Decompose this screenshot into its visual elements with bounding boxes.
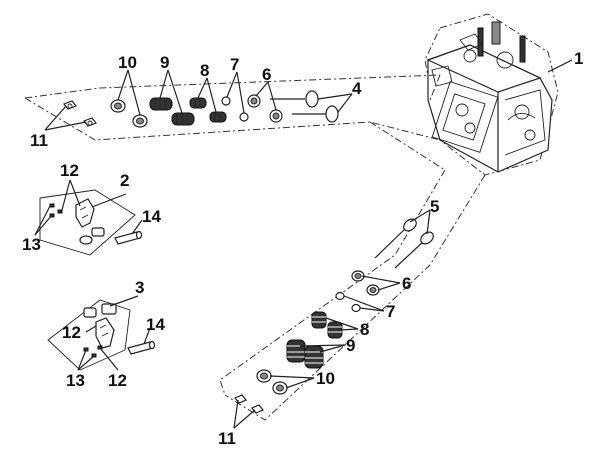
valve-seal-lower xyxy=(256,369,288,395)
callout-14-lower: 14 xyxy=(146,315,165,334)
valve-spring-inner-upper xyxy=(189,97,227,123)
valve-seal-upper xyxy=(110,99,148,128)
callout-6-upper: 6 xyxy=(262,65,271,84)
valve-spring-outer-lower xyxy=(286,339,324,369)
leader-lines xyxy=(34,59,573,429)
callout-7-lower: 7 xyxy=(386,302,395,321)
valve-lower xyxy=(374,218,434,269)
callout-9-lower: 9 xyxy=(346,336,355,355)
callout-8-lower: 8 xyxy=(360,320,369,339)
callout-13-lower: 13 xyxy=(66,371,85,390)
valve-spring-inner-lower xyxy=(311,311,343,339)
spring-seat-lower xyxy=(335,291,361,313)
callout-13-upper: 13 xyxy=(22,235,41,254)
callout-10-lower: 10 xyxy=(316,369,335,388)
callout-3: 3 xyxy=(135,278,144,297)
valve-spring-outer-upper xyxy=(149,97,195,126)
callout-4: 4 xyxy=(352,79,362,98)
valve-upper xyxy=(270,90,339,123)
callout-12-upper: 12 xyxy=(60,161,79,180)
callout-12-lower-left: 12 xyxy=(62,323,81,342)
spring-seat-upper xyxy=(221,96,249,122)
callout-2: 2 xyxy=(120,171,129,190)
callout-11-upper: 11 xyxy=(30,131,48,150)
callout-7-upper: 7 xyxy=(230,55,239,74)
callout-5: 5 xyxy=(430,197,439,216)
lower-valve-group xyxy=(219,121,486,421)
spring-retainer-upper xyxy=(247,94,283,123)
callout-14-upper: 14 xyxy=(142,207,161,226)
callout-9-upper: 9 xyxy=(160,53,169,72)
callout-labels: 1 2 3 4 5 6 6 7 7 8 8 9 9 10 10 11 11 12… xyxy=(22,49,583,448)
cylinder-head xyxy=(424,13,559,176)
callout-6-lower: 6 xyxy=(402,274,411,293)
callout-10-upper: 10 xyxy=(118,53,137,72)
rocker-arm-group-upper xyxy=(39,189,143,256)
callout-12-lower-right: 12 xyxy=(108,371,127,390)
valve-cotter-upper xyxy=(63,100,97,127)
upper-valve-group xyxy=(24,74,441,141)
callout-1: 1 xyxy=(574,49,583,68)
rocker-arm-group-lower xyxy=(47,299,156,371)
callout-8-upper: 8 xyxy=(200,61,209,80)
callout-11-lower: 11 xyxy=(218,429,236,448)
